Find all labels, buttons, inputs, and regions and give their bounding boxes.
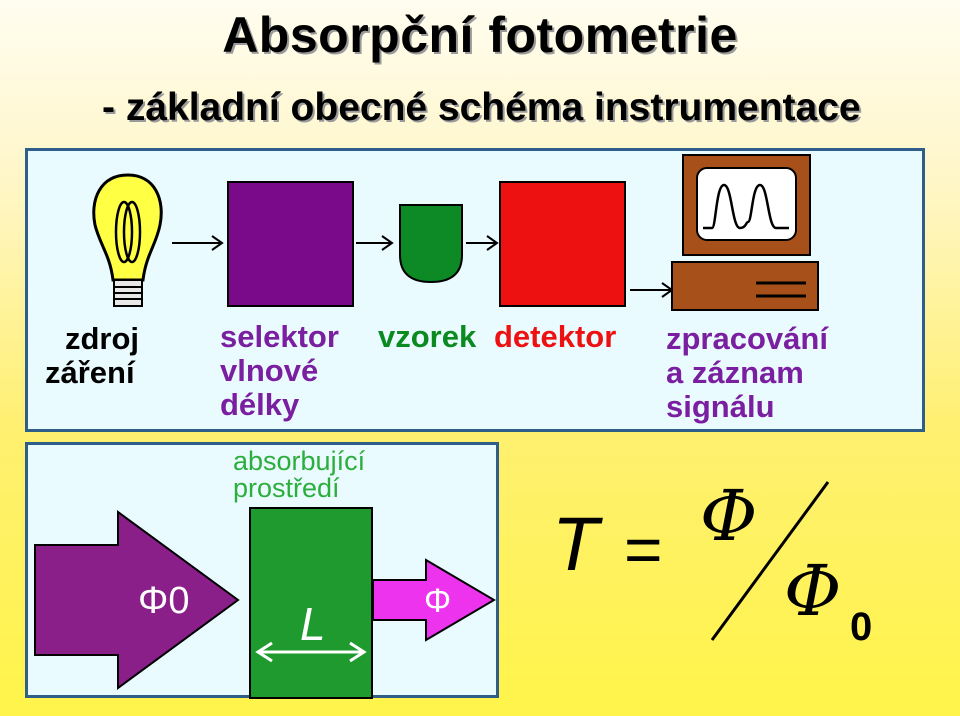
label-sample: vzorek xyxy=(378,320,476,354)
label-line: vlnové xyxy=(220,353,319,388)
formula-equals: = xyxy=(624,512,663,586)
absorbing-medium-label: absorbující prostředí xyxy=(233,448,365,502)
light-bulb-icon xyxy=(92,173,163,307)
formula-denominator: Φ xyxy=(784,550,841,632)
arrow-1-icon xyxy=(172,235,224,251)
path-length-arrow-icon xyxy=(255,641,367,663)
label-detector: detektor xyxy=(494,320,616,354)
label-radiation-source: zdroj záření xyxy=(45,322,139,390)
incident-beam-arrow xyxy=(34,510,240,690)
transmittance-formula: T = Φ Φ 0 xyxy=(552,475,872,649)
page-subtitle: - základní obecné schéma instrumentace xyxy=(102,86,861,129)
label-signal-processing: zpracování a záznam signálu xyxy=(666,322,828,424)
label-line: zpracování xyxy=(666,321,828,356)
formula-slash xyxy=(710,481,830,641)
label-line: a záznam xyxy=(666,355,804,390)
label-line: selektor xyxy=(220,319,339,354)
transmitted-flux-label: Φ xyxy=(424,582,451,620)
formula-denominator-subscript: 0 xyxy=(850,605,872,649)
incident-flux-label: Φ0 xyxy=(138,580,189,622)
label-wavelength-selector: selektor vlnové délky xyxy=(220,320,339,422)
formula-lhs: T xyxy=(552,502,603,587)
formula-numerator: Φ xyxy=(700,475,757,557)
label-line: vzorek xyxy=(378,319,477,354)
detector-box xyxy=(499,181,626,307)
page-title: Absorpční fotometrie xyxy=(222,7,738,63)
label-line: délky xyxy=(220,387,300,422)
arrow-3-icon xyxy=(466,235,499,251)
absorbing-medium-box xyxy=(249,507,373,699)
sample-cuvette xyxy=(399,204,463,284)
label-line: absorbující xyxy=(233,446,366,476)
label-line: detektor xyxy=(494,319,617,354)
arrow-2-icon xyxy=(356,235,394,251)
path-length-label: L xyxy=(300,598,326,650)
label-line: signálu xyxy=(666,389,775,424)
label-line: záření xyxy=(45,355,135,390)
computer-icon xyxy=(671,154,819,311)
label-line: prostředí xyxy=(233,473,340,503)
transmitted-beam-arrow xyxy=(372,558,496,642)
label-line: zdroj xyxy=(65,321,140,356)
arrow-4-icon xyxy=(630,282,674,298)
wavelength-selector-box xyxy=(227,181,354,307)
